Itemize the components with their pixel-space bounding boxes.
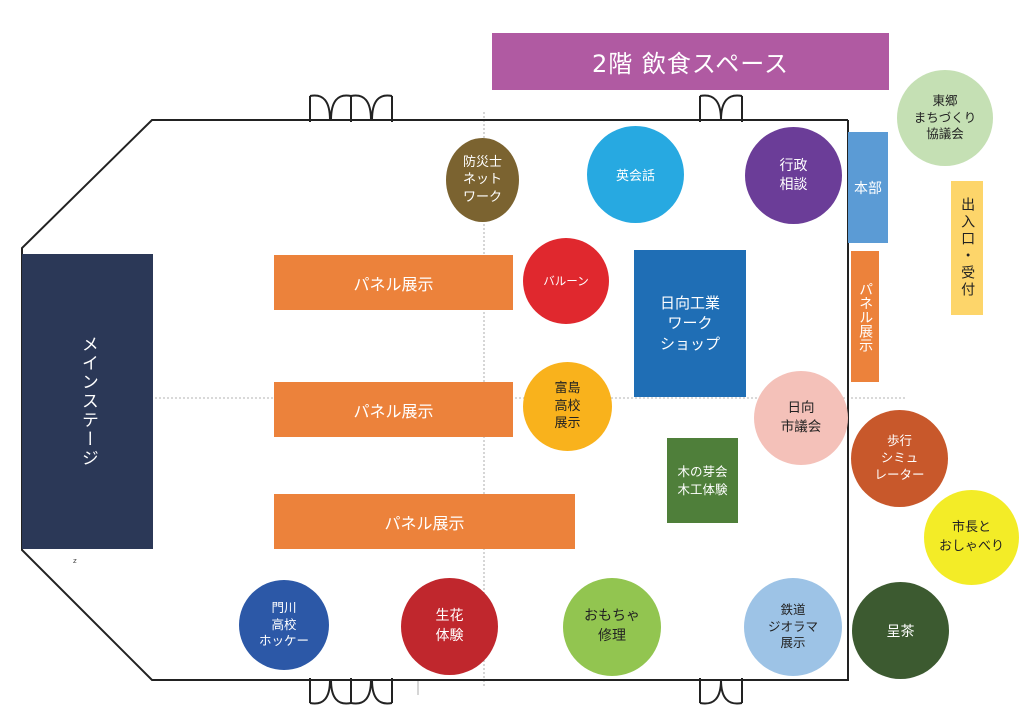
panel-display-1: パネル展示 (274, 255, 513, 310)
booth-tomishima-highschool: 富島 高校 展示 (523, 362, 612, 451)
door-bottom-right (699, 678, 743, 705)
booth-tea-ceremony: 呈茶 (852, 582, 949, 679)
booth-togo-council: 東郷 まちづくり 協議会 (897, 70, 993, 166)
booth-toy-repair: おもちゃ 修理 (563, 578, 661, 676)
headquarters: 本部 (848, 132, 888, 243)
panel-display-2: パネル展示 (274, 382, 513, 437)
booth-kinome-woodwork: 木の芽会 木工体験 (667, 438, 738, 523)
booth-gov-consultation: 行政 相談 (745, 127, 842, 224)
booth-railway-diorama: 鉄道 ジオラマ 展示 (744, 578, 842, 676)
booth-ikebana: 生花 体験 (401, 578, 498, 675)
main-stage: メインステージ (22, 254, 153, 549)
door-top-right (699, 94, 743, 122)
booth-disaster-network: 防災士 ネット ワーク (446, 138, 519, 222)
dining-space-banner: 2階 飲食スペース (492, 33, 889, 90)
entrance-reception: 出入口・受付 (951, 181, 983, 315)
panel-display-3: パネル展示 (274, 494, 575, 549)
small-mark: z (73, 557, 77, 565)
booth-balloon: バルーン (523, 238, 609, 324)
main-stage-label: メインステージ (77, 335, 98, 468)
booth-city-council: 日向 市議会 (754, 371, 848, 465)
panel-display-vertical: パネル展示 (851, 251, 879, 382)
entrance-reception-label: 出入口・受付 (959, 197, 976, 299)
booth-english: 英会話 (587, 126, 684, 223)
door-bottom-left (309, 678, 393, 705)
panel-display-vertical-label: パネル展示 (857, 281, 874, 352)
booth-hyuga-workshop: 日向工業 ワーク ショップ (634, 250, 746, 397)
door-top-left (309, 94, 393, 122)
booth-walking-simulator: 歩行 シミュ レーター (851, 410, 948, 507)
hall-outline (21, 119, 849, 681)
booth-mayor-chat: 市長と おしゃべり (924, 490, 1019, 585)
booth-kadogawa-hockey: 門川 高校 ホッケー (239, 580, 329, 670)
